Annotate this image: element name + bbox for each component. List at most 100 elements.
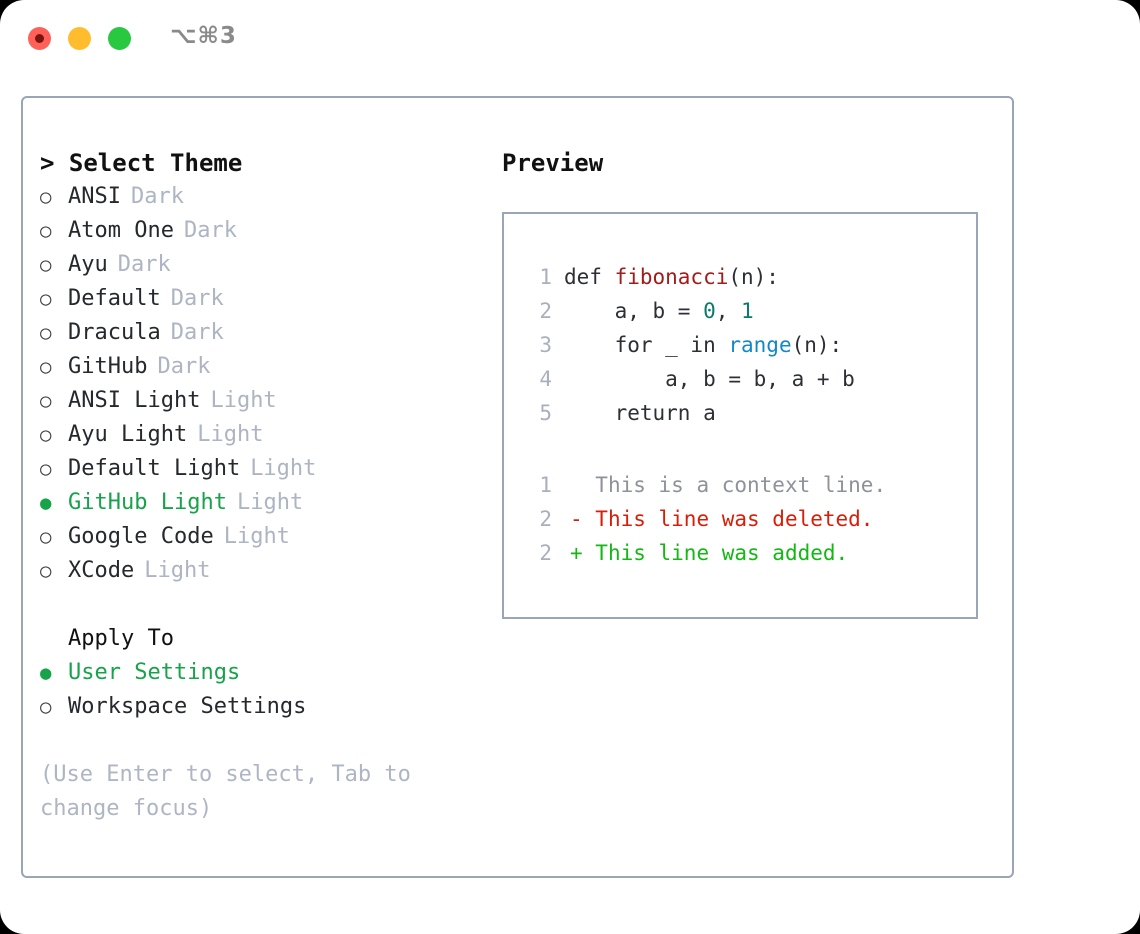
diff-line-text: This line was added. [582,541,849,565]
code-line-text: for _ in range(n): [564,328,843,362]
code-token: 1 [741,299,754,323]
theme-option-label: XCode [68,558,135,583]
code-line-number: 2 [539,299,552,323]
theme-option-dracula[interactable]: ○ Dracula Dark [40,316,480,350]
code-line-number: 3 [539,333,552,357]
code-line: 3 for _ in range(n): [522,328,976,362]
theme-option-ayu[interactable]: ○ Ayu Dark [40,248,480,282]
theme-option-tag: Light [236,490,304,515]
keyboard-hint-text: (Use Enter to select, Tab to change focu… [40,762,425,821]
code-token: a, b = [564,299,704,323]
radio-selected-icon: ● [40,662,52,684]
code-token: range [728,333,792,357]
apply-to-header: Apply To [68,626,174,651]
theme-option-label: Default Light [68,456,241,481]
theme-option-tag: Dark [157,354,211,379]
code-token: for _ in [564,333,729,357]
diff-line: 2 + This line was added. [522,536,976,570]
theme-option-tag: Light [250,456,317,481]
theme-option-tag: Light [223,524,290,549]
diff-line: 2- This line was deleted. [522,502,976,536]
theme-option-label: Atom One [68,218,174,243]
theme-option-label: Dracula [68,320,161,345]
theme-option-label: GitHub Light [68,490,227,515]
theme-option-tag: Dark [170,320,224,345]
maximize-window-button[interactable] [108,27,131,50]
apply-to-option-label: User Settings [68,660,241,685]
diff-line-number: 2 [539,541,552,565]
theme-option-ansi[interactable]: ○ ANSI Dark [40,180,480,214]
close-window-button[interactable] [28,27,51,50]
code-line: 5 return a [522,396,976,430]
theme-option-label: Default [68,286,161,311]
apply-to-option-user-settings[interactable]: ● User Settings [40,656,480,690]
code-token: def [564,265,615,289]
code-line-text: a, b = b, a + b [564,362,855,396]
section-spacer [40,588,480,622]
theme-option-tag: Light [210,388,277,413]
code-line-text: a, b = 0, 1 [564,294,754,328]
code-line-number: 4 [539,367,552,391]
theme-option-label: ANSI [68,184,121,209]
radio-unselected-icon: ○ [40,696,52,718]
theme-option-label: Ayu Light [68,422,188,447]
radio-unselected-icon: ○ [40,390,52,412]
apply-to-option-workspace-settings[interactable]: ○Workspace Settings [40,690,480,724]
code-token: (n): [728,265,779,289]
code-token: fibonacci [614,265,729,289]
keyboard-shortcut-label: ⌥⌘3 [170,23,237,49]
code-token: return a [564,401,716,425]
diff-line-number: 2 [539,507,552,531]
theme-option-tag: Dark [117,252,171,277]
preview-title: Preview [502,149,604,177]
code-token: (n): [791,333,843,357]
apply-to-option-list: ● User Settings ○Workspace Settings [40,656,480,724]
code-line: 2 a, b = 0, 1 [522,294,976,328]
theme-option-default-light[interactable]: ○ Default Light Light [40,452,480,486]
diff-line-number: 1 [539,473,552,497]
minimize-window-button[interactable] [68,27,91,50]
radio-unselected-icon: ○ [40,424,52,446]
radio-unselected-icon: ○ [40,322,52,344]
radio-unselected-icon: ○ [40,560,52,582]
radio-unselected-icon: ○ [40,186,52,208]
radio-unselected-icon: ○ [40,220,52,242]
code-token: 0 [703,299,716,323]
window-titlebar: ⌥⌘3 [0,0,1140,78]
theme-option-label: GitHub [68,354,148,379]
code-line-number: 5 [539,401,552,425]
code-line: 4 a, b = b, a + b [522,362,976,396]
theme-option-tag: Dark [130,184,184,209]
code-line-number: 1 [539,265,552,289]
theme-list-header: > Select Theme [40,149,243,177]
diff-sample: 1 This is a context line. 2- This line wa… [522,468,976,570]
code-token: a, b = b, a + b [564,367,855,391]
diff-line-text: This is a context line. [582,473,887,497]
diff-marker: + [570,541,583,565]
theme-option-ayu-light[interactable]: ○ Ayu Light Light [40,418,480,452]
theme-option-label: Google Code [68,524,214,549]
diff-spacer [522,430,976,468]
radio-unselected-icon: ○ [40,254,52,276]
radio-unselected-icon: ○ [40,288,52,310]
code-line-text: def fibonacci(n): [564,260,779,294]
theme-option-label: Ayu [68,252,108,277]
theme-option-tag: Light [197,422,264,447]
diff-marker: - [570,507,583,531]
radio-unselected-icon: ○ [40,458,52,480]
diff-marker [564,468,583,502]
